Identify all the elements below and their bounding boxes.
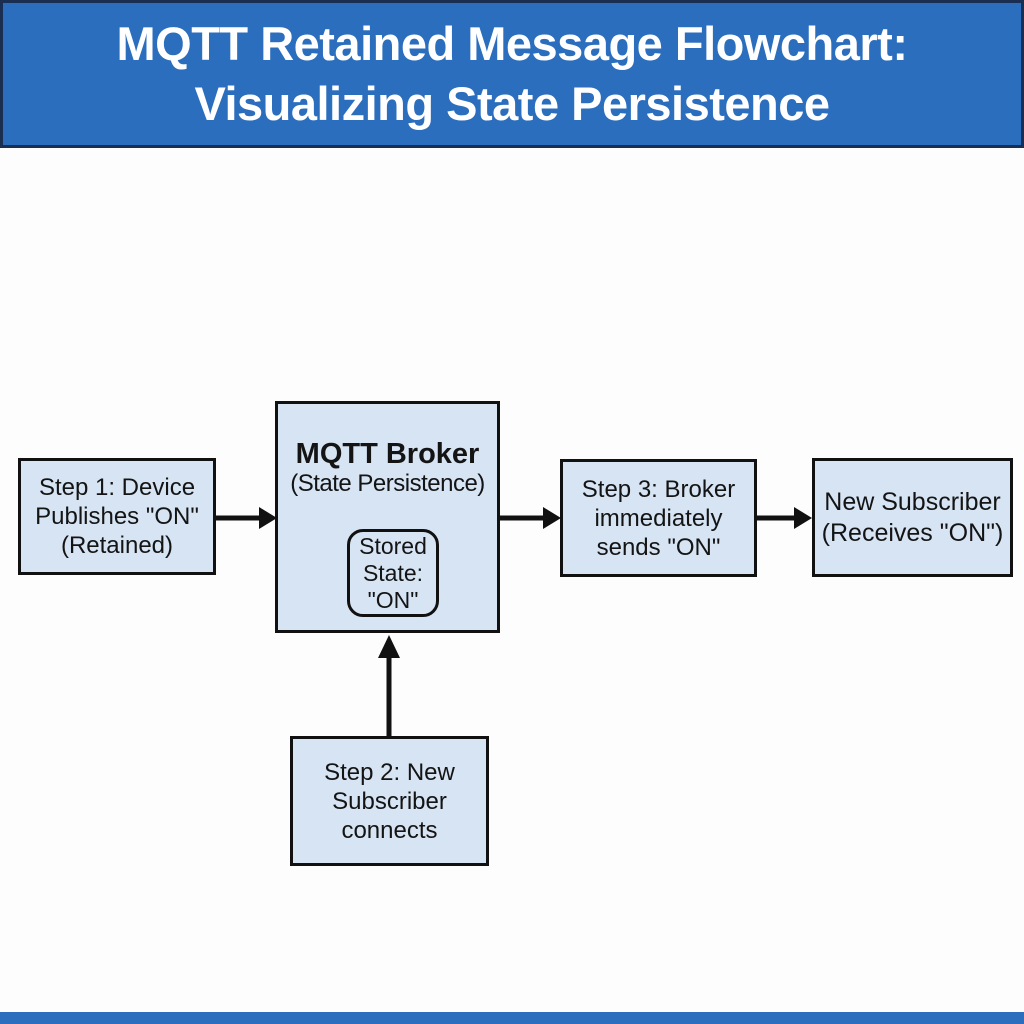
node-step3-broker-sends: Step 3: Broker immediately sends "ON" — [560, 459, 757, 577]
node-step2-subscriber-connects: Step 2: New Subscriber connects — [290, 736, 489, 866]
node-new-subscriber: New Subscriber (Receives "ON") — [812, 458, 1013, 577]
node-mqtt-broker: MQTT Broker (State Persistence) Stored S… — [275, 401, 500, 633]
node-step1-label: Step 1: Device Publishes "ON" (Retained) — [35, 474, 199, 559]
broker-subtitle: (State Persistence) — [290, 470, 485, 497]
node-step1-device-publishes: Step 1: Device Publishes "ON" (Retained) — [18, 458, 216, 575]
title-banner: MQTT Retained Message Flowchart: Visuali… — [0, 0, 1024, 148]
node-step2-label: Step 2: New Subscriber connects — [324, 758, 455, 844]
arrow-broker-to-step3 — [500, 507, 561, 529]
footer-strip — [0, 1012, 1024, 1024]
arrow-step1-to-broker — [216, 507, 277, 529]
stored-state-box: Stored State: "ON" — [347, 529, 439, 617]
stored-state-label: Stored State: "ON" — [359, 532, 427, 613]
page-title: MQTT Retained Message Flowchart: Visuali… — [116, 16, 908, 130]
arrow-step3-to-subscriber — [757, 507, 812, 529]
node-subscriber-label: New Subscriber (Receives "ON") — [821, 487, 1004, 547]
broker-title: MQTT Broker — [295, 438, 480, 470]
node-step3-label: Step 3: Broker immediately sends "ON" — [581, 475, 736, 561]
arrow-step2-to-broker — [378, 635, 400, 736]
